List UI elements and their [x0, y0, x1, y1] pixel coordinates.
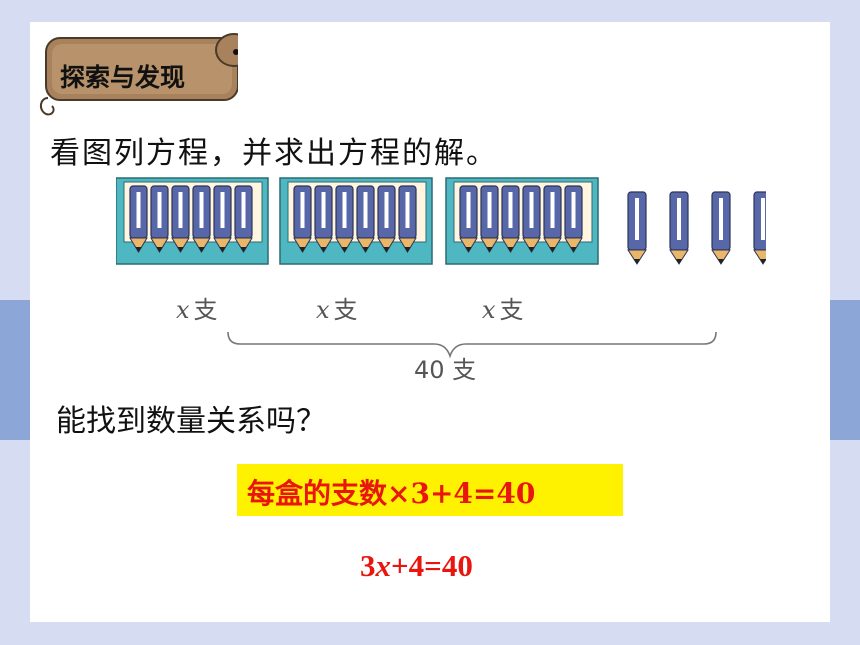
box-label-1-unit: 支: [193, 296, 218, 324]
box-3-pencil-1-lead: [465, 247, 472, 252]
box-1-pencil-1-stripe: [136, 192, 141, 228]
box-1-pencil-4-lead: [198, 247, 205, 252]
section-tag: 探索与发现: [38, 32, 253, 118]
box-3-pencil-3-tip: [501, 237, 520, 253]
box-2-pencil-4-lead: [362, 247, 369, 252]
box-label-2-variable: x: [316, 296, 330, 324]
box-1-pencil-2-lead: [156, 247, 163, 252]
box-3-pencil-2-lead: [486, 247, 493, 252]
question-text: 能找到数量关系吗？: [56, 404, 326, 439]
box-1-pencil-4-stripe: [199, 192, 204, 228]
box-1-pencil-1-lead: [135, 247, 142, 252]
box-1-pencil-3-stripe: [178, 192, 183, 228]
box-3-pencil-3-lead: [507, 247, 514, 252]
equation-prefix: 3: [360, 548, 376, 583]
box-1-pencil-6-lead: [240, 247, 247, 252]
box-2-pencil-1-lead: [299, 247, 306, 252]
box-3-pencil-6-stripe: [571, 192, 576, 228]
equation-suffix: +4=40: [391, 548, 473, 583]
box-2-pencil-6-stripe: [405, 192, 410, 228]
box-label-1-variable: x: [176, 296, 190, 324]
equation-variable: x: [375, 548, 392, 583]
box-1-pencil-3-lead: [177, 247, 184, 252]
box-3-pencil-1-stripe: [466, 192, 471, 228]
box-2-pencil-3-tip: [335, 237, 354, 253]
loose-pencil-2-lead: [676, 259, 682, 264]
box-3-pencil-5-stripe: [550, 192, 555, 228]
box-label-3-unit: 支: [499, 296, 524, 324]
relation-text: 每盒的支数×3+4=40: [247, 477, 536, 510]
box-2-pencil-5-stripe: [384, 192, 389, 228]
total-label: 40 支: [414, 356, 477, 384]
box-label-3-variable: x: [482, 296, 496, 324]
box-2-pencil-4-stripe: [363, 192, 368, 228]
instruction-text: 看图列方程，并求出方程的解。: [50, 136, 498, 171]
loose-pencil-3-stripe: [719, 198, 723, 240]
box-2-pencil-4-tip: [356, 237, 375, 253]
box-3-pencil-4-lead: [528, 247, 535, 252]
loose-pencil-3-lead: [718, 259, 724, 264]
box-3-pencil-4-stripe: [529, 192, 534, 228]
box-3-pencil-5-tip: [543, 237, 562, 253]
box-3-pencil-3-stripe: [508, 192, 513, 228]
box-2-pencil-6-lead: [404, 247, 411, 252]
box-2-pencil-1-stripe: [300, 192, 305, 228]
box-1-pencil-3-tip: [171, 237, 190, 253]
box-2-pencil-3-stripe: [342, 192, 347, 228]
box-1-pencil-5-lead: [219, 247, 226, 252]
box-3-pencil-2-stripe: [487, 192, 492, 228]
box-3-pencil-4-tip: [522, 237, 541, 253]
box-2-pencil-2-tip: [314, 237, 333, 253]
box-3-pencil-2-tip: [480, 237, 499, 253]
box-1-pencil-2-tip: [150, 237, 169, 253]
box-3-pencil-6-tip: [564, 237, 583, 253]
box-2-pencil-2-stripe: [321, 192, 326, 228]
total-brace: [227, 331, 717, 359]
box-2-pencil-5-lead: [383, 247, 390, 252]
box-2-pencil-3-lead: [341, 247, 348, 252]
box-3-pencil-5-lead: [549, 247, 556, 252]
box-2-pencil-2-lead: [320, 247, 327, 252]
section-tag-label: 探索与发现: [60, 63, 186, 92]
loose-pencil-1-lead: [634, 259, 640, 264]
box-1-pencil-6-stripe: [241, 192, 246, 228]
box-3-pencil-6-lead: [570, 247, 577, 252]
box-2-pencil-6-tip: [398, 237, 417, 253]
loose-pencil-4-lead: [760, 259, 766, 264]
loose-pencil-1-stripe: [635, 198, 639, 240]
box-1-pencil-4-tip: [192, 237, 211, 253]
box-2-pencil-5-tip: [377, 237, 396, 253]
box-1-pencil-2-stripe: [157, 192, 162, 228]
loose-pencil-4-stripe: [761, 198, 765, 240]
loose-pencil-2-stripe: [677, 198, 681, 240]
loose-pencil-3-tip: [711, 249, 731, 265]
box-1-pencil-5-tip: [213, 237, 232, 253]
equation: 3x+4=40: [360, 548, 473, 584]
box-1-pencil-1-tip: [129, 237, 148, 253]
box-1-pencil-6-tip: [234, 237, 253, 253]
relation-highlight: 每盒的支数×3+4=40: [237, 464, 623, 516]
box-3-pencil-1-tip: [459, 237, 478, 253]
box-2-pencil-1-tip: [293, 237, 312, 253]
loose-pencil-2-tip: [669, 249, 689, 265]
box-1-pencil-5-stripe: [220, 192, 225, 228]
loose-pencil-1-tip: [627, 249, 647, 265]
pencil-boxes-illustration: [115, 177, 773, 265]
box-label-2-unit: 支: [333, 296, 358, 324]
